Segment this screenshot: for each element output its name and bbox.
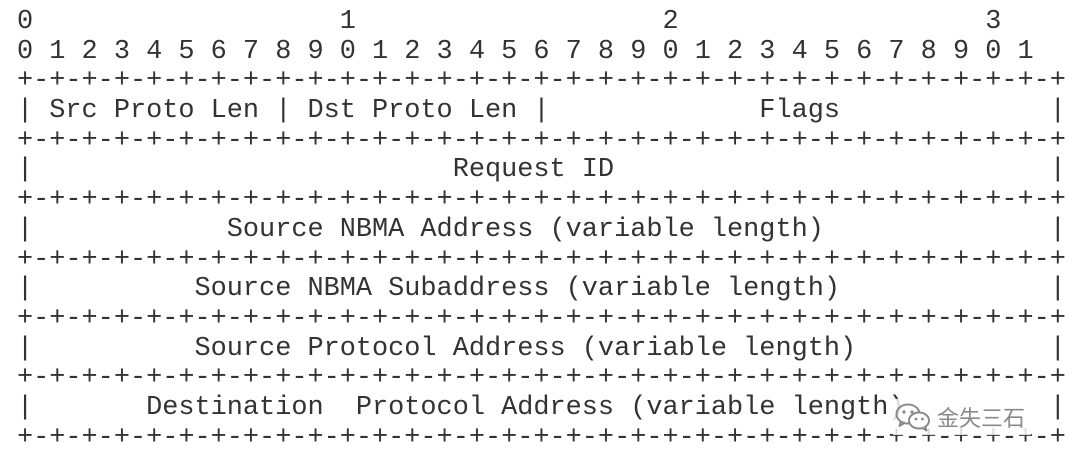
row-destination-protocol-address: | Destination Protocol Address (variable… xyxy=(17,392,1066,423)
row-separator: +-+-+-+-+-+-+-+-+-+-+-+-+-+-+-+-+-+-+-+-… xyxy=(17,422,1066,453)
watermark-text: 金失三石 xyxy=(937,407,1026,432)
tens-bit-ruler: 0 1 2 3 xyxy=(17,7,1002,37)
row-source-nbma-address: | Source NBMA Address (variable length) … xyxy=(17,214,1066,245)
row-source-protocol-address: | Source Protocol Address (variable leng… xyxy=(17,333,1066,364)
row-separator: +-+-+-+-+-+-+-+-+-+-+-+-+-+-+-+-+-+-+-+-… xyxy=(17,185,1066,216)
row-request-id: | Request ID | xyxy=(17,155,1066,186)
row-source-nbma-subaddress: | Source NBMA Subaddress (variable lengt… xyxy=(17,274,1066,305)
row-separator: +-+-+-+-+-+-+-+-+-+-+-+-+-+-+-+-+-+-+-+-… xyxy=(17,244,1066,275)
wechat-icon xyxy=(895,402,931,432)
units-bit-ruler: 0 1 2 3 4 5 6 7 8 9 0 1 2 3 4 5 6 7 8 9 … xyxy=(17,36,1034,67)
row-proto-len-flags: | Src Proto Len | Dst Proto Len | Flags … xyxy=(17,96,1066,127)
row-separator: +-+-+-+-+-+-+-+-+-+-+-+-+-+-+-+-+-+-+-+-… xyxy=(17,125,1066,156)
row-separator: +-+-+-+-+-+-+-+-+-+-+-+-+-+-+-+-+-+-+-+-… xyxy=(17,66,1066,97)
row-separator: +-+-+-+-+-+-+-+-+-+-+-+-+-+-+-+-+-+-+-+-… xyxy=(17,303,1066,334)
watermark: 金失三石 xyxy=(893,399,1032,435)
row-separator: +-+-+-+-+-+-+-+-+-+-+-+-+-+-+-+-+-+-+-+-… xyxy=(17,363,1066,394)
